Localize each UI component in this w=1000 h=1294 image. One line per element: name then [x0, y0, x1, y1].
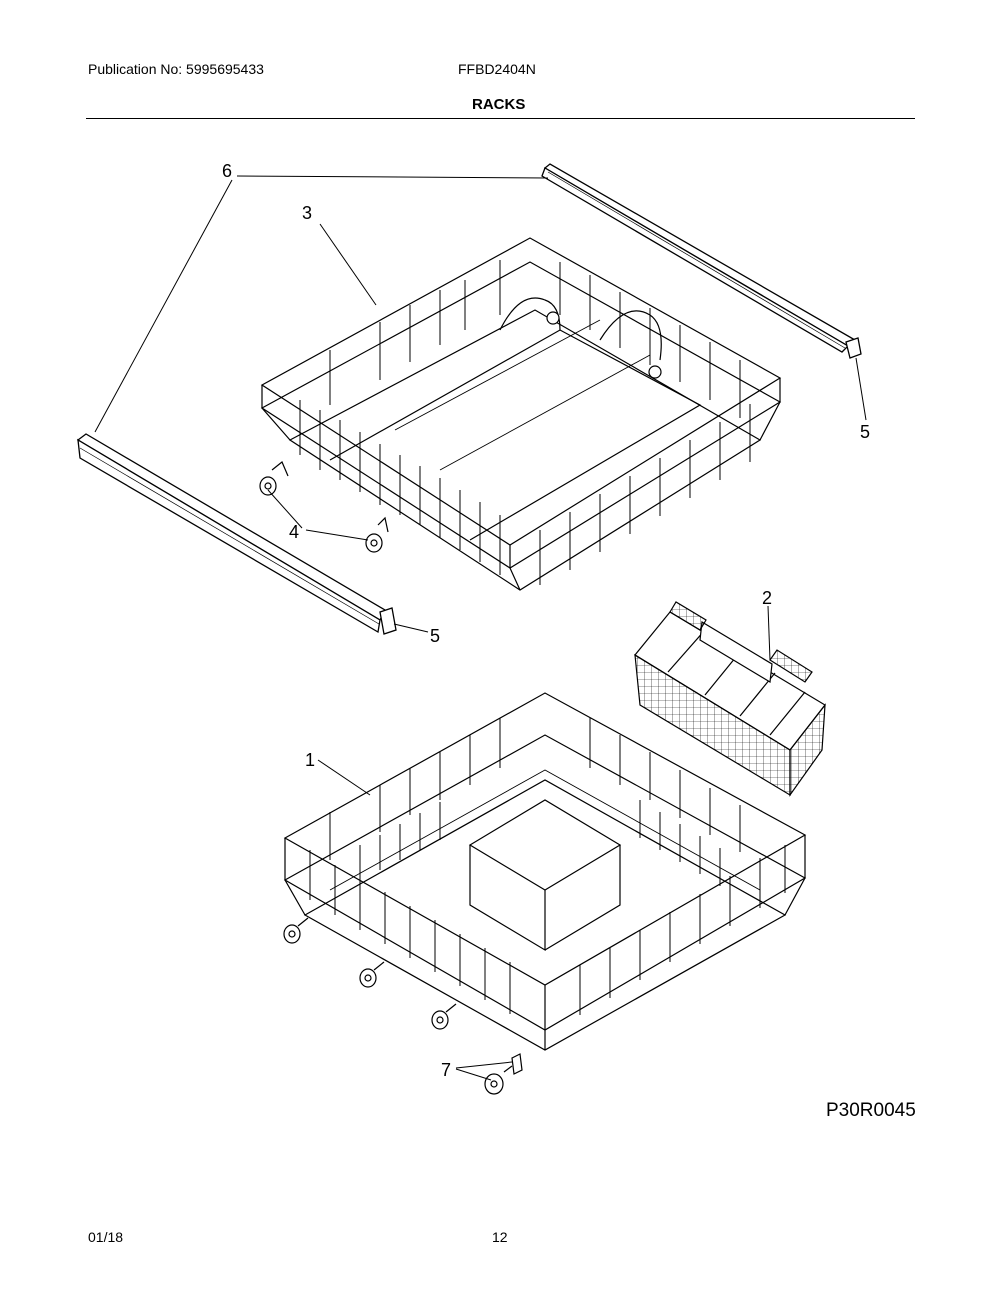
callout-3: 3: [302, 203, 312, 223]
rail-upper-right: [541, 163, 857, 353]
lower-rack-wheel-3: [431, 1003, 457, 1030]
header-rule: [86, 118, 915, 119]
rail-end-cap-lower: [379, 607, 397, 635]
upper-rack: [260, 237, 782, 591]
callout-7: 7: [441, 1060, 451, 1080]
silverware-basket: [634, 601, 826, 797]
lower-rack-wheel-assembly: [484, 1053, 523, 1095]
section-title: RACKS: [472, 96, 526, 113]
upper-rack-wheel-left: [259, 461, 289, 496]
figure-id: P30R0045: [826, 1100, 916, 1121]
upper-rack-wheel-right: [365, 516, 389, 553]
page-number: 12: [492, 1229, 508, 1245]
callout-5-upper: 5: [860, 422, 870, 442]
callout-2: 2: [762, 588, 772, 608]
lower-rack-wheel-2: [359, 961, 385, 988]
model-number: FFBD2404N: [458, 61, 536, 77]
lower-rack-wheel-1: [283, 917, 309, 944]
callout-5-lower: 5: [430, 626, 440, 646]
callout-6: 6: [222, 161, 232, 181]
publication-number: Publication No: 5995695433: [88, 61, 264, 77]
lower-rack: [283, 692, 807, 1051]
callout-leaders: [94, 175, 867, 1081]
callout-1: 1: [305, 750, 315, 770]
callout-4: 4: [289, 522, 299, 542]
rail-end-cap-upper: [845, 337, 862, 359]
rail-lower-left: [76, 433, 386, 634]
footer-date: 01/18: [88, 1229, 124, 1245]
